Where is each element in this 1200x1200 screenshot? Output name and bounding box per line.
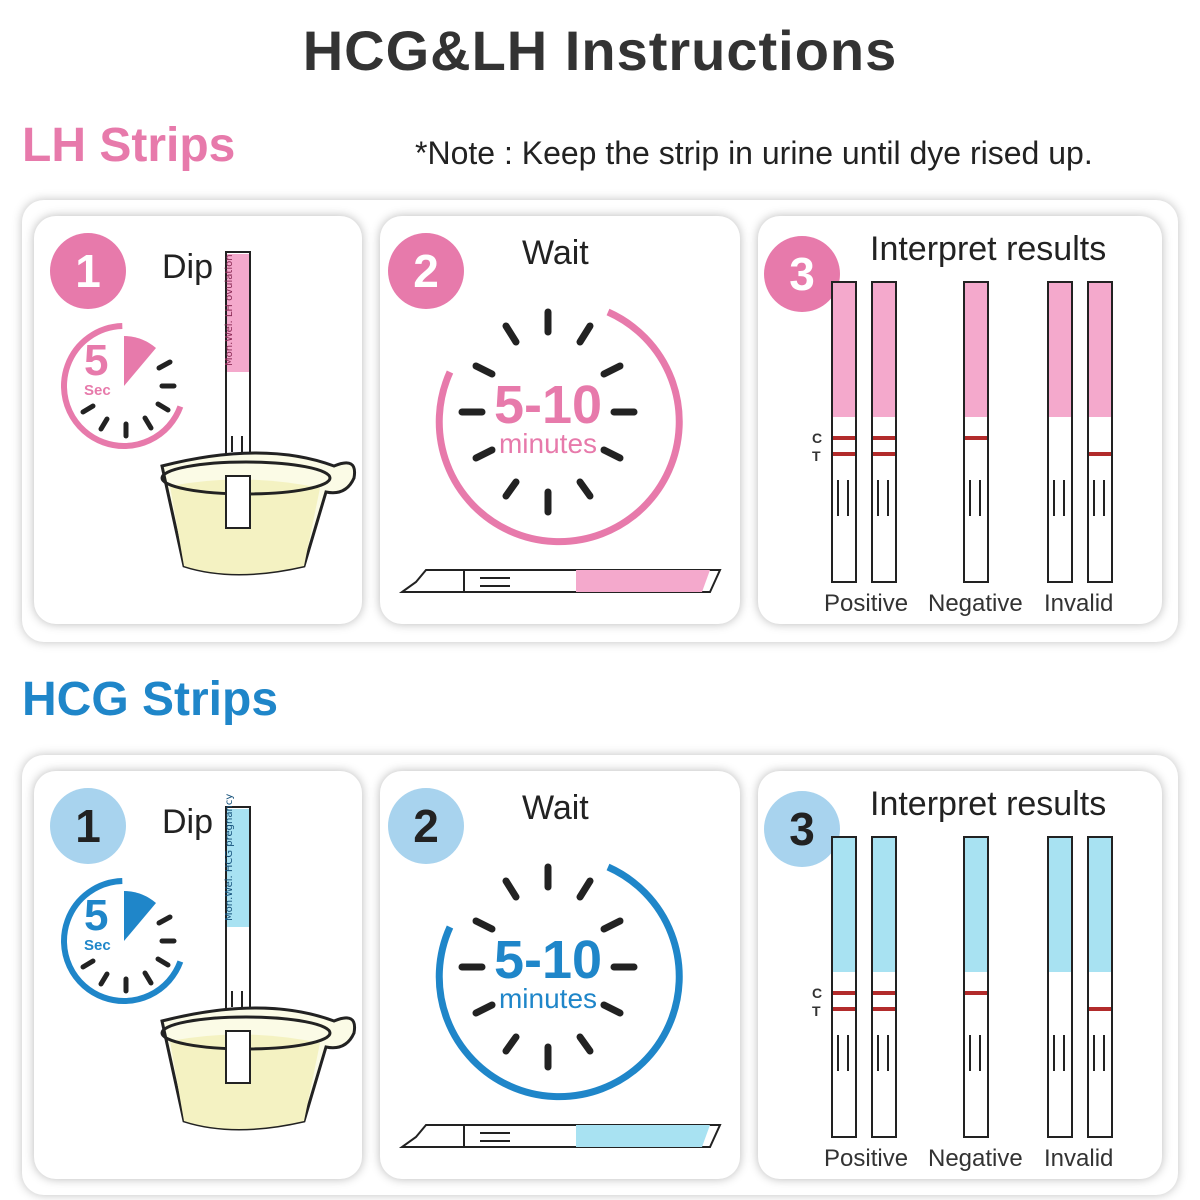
- lh-steps-panel: 1 Dip Mon.Wel. LH ovulation: [22, 200, 1178, 642]
- lh-step2-label: Wait: [522, 234, 589, 272]
- lh-note: *Note : Keep the strip in urine until dy…: [415, 135, 1093, 171]
- lh-timer-unit: Sec: [84, 382, 111, 399]
- page-title: HCG&LH Instructions: [302, 19, 898, 82]
- hcg-step3-number: 3: [764, 791, 840, 867]
- svg-text:Mon.Wel. LH ovulation: Mon.Wel. LH ovulation: [224, 254, 235, 366]
- hcg-step2-label: Wait: [522, 789, 589, 827]
- hcg-step2-card: 2 Wait: [380, 771, 740, 1179]
- hcg-step1-number: 1: [50, 788, 126, 864]
- hcg-wait-clock: [398, 863, 722, 1148]
- hcg-step3-label: Interpret results: [870, 785, 1107, 823]
- lh-dip-illustration: Mon.Wel. LH ovulation: [61, 251, 357, 576]
- lh-result-positive: Positive: [824, 590, 909, 617]
- hcg-result-positive: Positive: [824, 1145, 909, 1172]
- hcg-step1-label: Dip: [162, 803, 214, 841]
- lh-timer-value: 5: [84, 336, 109, 385]
- lh-step1-card: 1 Dip Mon.Wel. LH ovulation: [34, 216, 362, 624]
- hcg-step2-number: 2: [388, 788, 464, 864]
- hcg-step1-card: 1 Dip Mon.Wel. HCG pregnancy: [34, 771, 362, 1179]
- hcg-step3-card: 3 Interpret results: [758, 771, 1162, 1179]
- lh-step1-label: Dip: [162, 248, 214, 286]
- hcg-test-mark: T: [812, 1003, 821, 1019]
- hcg-result-invalid: Invalid: [1044, 1145, 1114, 1172]
- urine-cup: [160, 451, 357, 576]
- lh-section-title: LH Strips: [22, 119, 236, 172]
- lh-step2-number: 2: [388, 233, 464, 309]
- hcg-dip-illustration: Mon.Wel. HCG pregnancy: [61, 794, 357, 1131]
- lh-control-mark: C: [812, 430, 823, 446]
- hcg-result-strips: [831, 836, 1113, 1138]
- lh-result-negative: Negative: [928, 590, 1023, 617]
- hcg-section-title: HCG Strips: [22, 673, 279, 726]
- urine-cup: [160, 1006, 357, 1131]
- hcg-steps-panel: 1 Dip Mon.Wel. HCG pregnancy: [22, 755, 1178, 1195]
- lh-step1-number: 1: [50, 233, 126, 309]
- lh-wait-clock: [398, 308, 722, 593]
- stopwatch-icon: [61, 323, 187, 449]
- lh-step3-card: 3 Interpret results: [758, 216, 1162, 624]
- lh-step3-number: 3: [764, 236, 840, 312]
- lh-result-invalid: Invalid: [1044, 590, 1114, 617]
- lh-result-strips: [831, 281, 1113, 583]
- lh-step3-label: Interpret results: [870, 230, 1107, 268]
- lh-step2-card: 2 Wait: [380, 216, 740, 624]
- hcg-timer-value: 5: [84, 891, 109, 940]
- lh-test-mark: T: [812, 448, 821, 464]
- hcg-wait-time: 5-10: [493, 930, 603, 990]
- lh-wait-time: 5-10: [493, 375, 603, 435]
- hcg-timer-unit: Sec: [84, 937, 111, 954]
- lh-wait-unit: minutes: [498, 428, 598, 459]
- lh-flat-strip: [398, 569, 722, 593]
- stopwatch-icon: [61, 878, 187, 1004]
- hcg-wait-unit: minutes: [498, 983, 598, 1014]
- hcg-control-mark: C: [812, 985, 823, 1001]
- svg-text:Mon.Wel. HCG pregnancy: Mon.Wel. HCG pregnancy: [224, 794, 235, 921]
- hcg-flat-strip: [398, 1124, 722, 1148]
- hcg-result-negative: Negative: [928, 1145, 1023, 1172]
